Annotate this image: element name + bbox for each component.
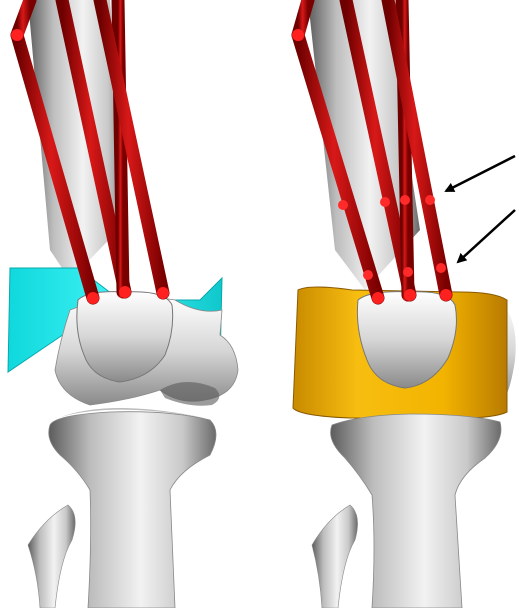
left-tibia <box>49 412 216 608</box>
right-panel <box>292 0 516 608</box>
right-via-point <box>436 263 446 273</box>
right-via-point <box>363 270 373 280</box>
right-via-point <box>425 195 435 205</box>
right-muscle-node <box>372 292 384 304</box>
left-muscle-node <box>119 286 131 298</box>
right-via-point <box>380 197 390 207</box>
right-muscle-node <box>404 289 416 301</box>
right-via-point <box>400 195 410 205</box>
right-via-point <box>292 29 304 41</box>
annotation-arrow-lower <box>458 210 515 262</box>
annotation-arrow-upper <box>446 156 515 191</box>
right-muscle-node <box>440 289 452 301</box>
left-fibula <box>28 505 75 608</box>
right-tibia <box>331 414 501 608</box>
left-muscle-node <box>87 292 99 304</box>
left-muscle-node <box>157 287 169 299</box>
left-panel <box>8 0 238 608</box>
right-fibula <box>312 505 358 608</box>
right-via-point <box>338 200 348 210</box>
left-muscle-3 <box>118 0 123 292</box>
left-muscle-node <box>11 29 23 41</box>
right-via-point <box>403 267 413 277</box>
